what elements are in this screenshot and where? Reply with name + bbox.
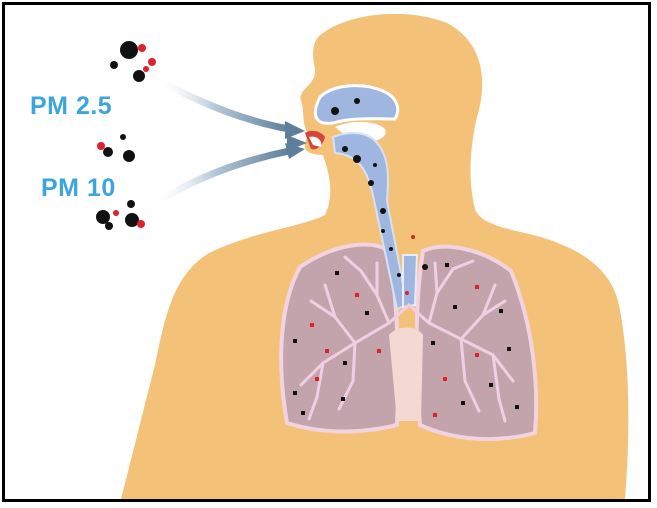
diagram-frame: PM 2.5 PM 10 [2,2,651,502]
pm10-label: PM 10 [41,174,116,203]
respiratory-illustration [5,5,648,499]
particle-cluster-bottom [96,200,145,230]
inhalation-arrows [153,79,307,205]
particle-cluster-middle [97,134,135,162]
left-lung [281,244,398,431]
pm25-label: PM 2.5 [30,92,112,121]
particle-cluster-top [110,41,156,82]
